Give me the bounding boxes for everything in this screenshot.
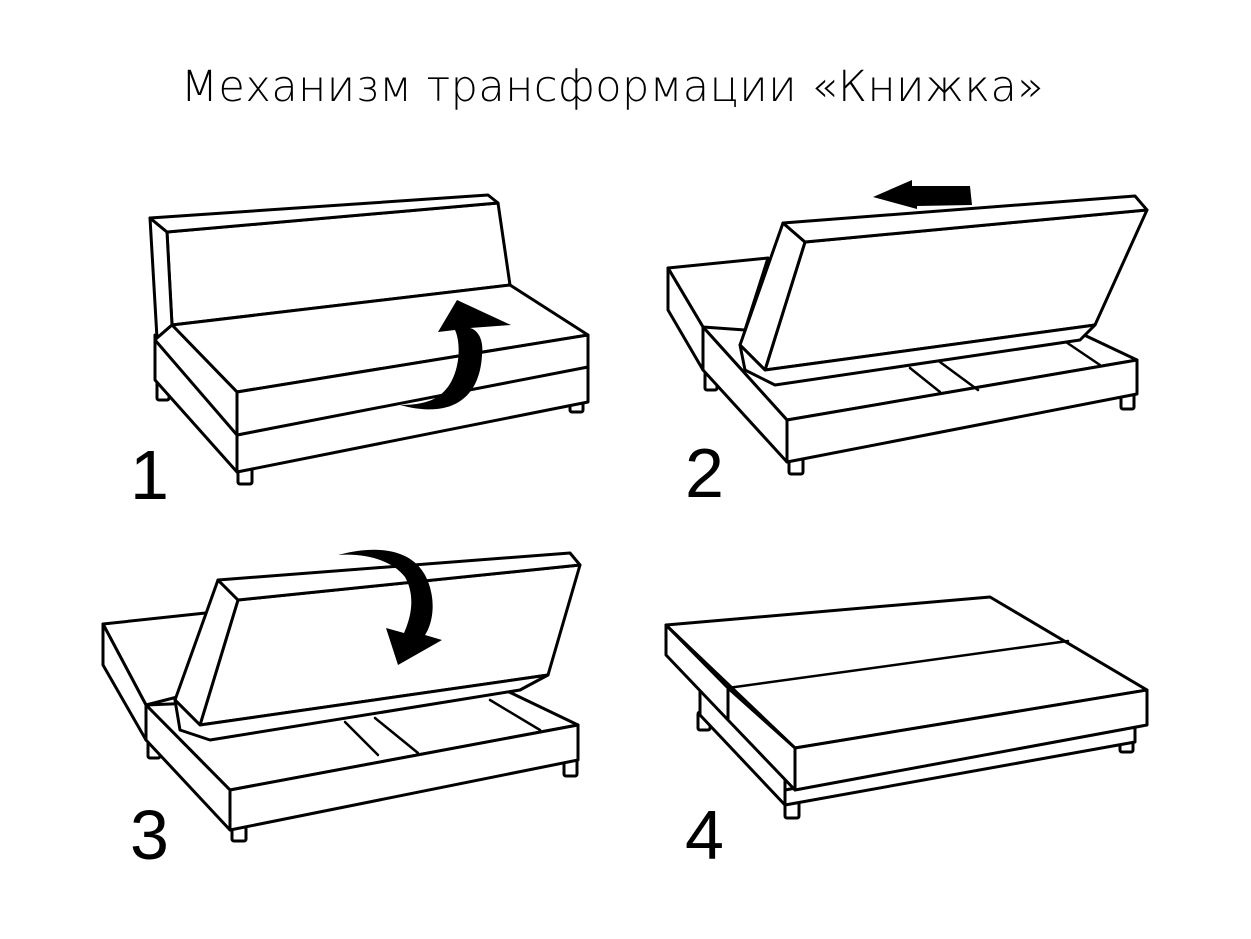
storage-divider [938, 360, 980, 392]
sofa-seat-side [153, 323, 239, 437]
page-title: Механизм трансформации «Книжка» [180, 62, 1045, 112]
pull-back-arrow-icon [873, 180, 972, 209]
storage-divider [343, 720, 380, 757]
bed-seam [726, 639, 1070, 690]
storage-divider [488, 698, 542, 732]
storage-divider [908, 366, 942, 394]
sofa-step-3-illustration [101, 549, 582, 843]
sofa-backrest-side [148, 216, 174, 340]
sofa-seat-side [101, 622, 148, 742]
bed-back-section-side [726, 686, 797, 792]
lower-back-arrow-icon [338, 549, 442, 665]
step-number-1: 1 [130, 436, 169, 514]
sofa-step-1-illustration [148, 193, 590, 486]
storage-divider [373, 716, 420, 755]
sofa-backrest-top [148, 193, 500, 234]
sofa-seat-side [666, 266, 705, 372]
step-number-3: 3 [130, 796, 169, 874]
lift-seat-arrow-icon [400, 300, 511, 410]
sofa-hinge [173, 673, 550, 742]
step-number-2: 2 [685, 434, 724, 512]
step-number-4: 4 [685, 796, 724, 874]
sofa-backrest-top [216, 551, 582, 602]
sofa-step-2-illustration [666, 180, 1149, 476]
sofa-hinge [738, 323, 1097, 387]
sofa-backrest-top [781, 194, 1149, 244]
sofa-step-4-illustration [664, 595, 1149, 820]
